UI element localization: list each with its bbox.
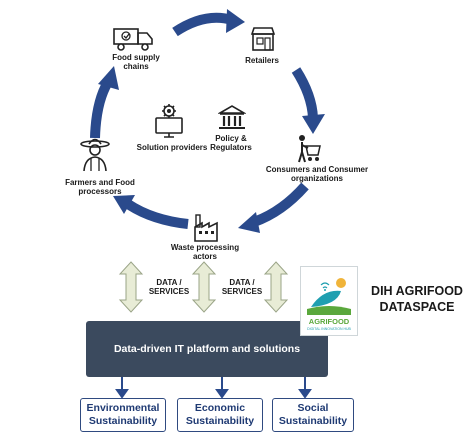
social-sustainability-label: Social Sustainability <box>278 402 348 427</box>
arrow-retailers-to-consumers <box>291 67 318 119</box>
dataspace-title: DIH AGRIFOOD DATASPACE <box>371 284 463 314</box>
it-platform-box: Data-driven IT platform and solutions <box>86 321 328 377</box>
arrow-farmers-to-supply <box>90 79 113 139</box>
label-waste-processing: Waste processing actors <box>170 243 240 262</box>
farmer-icon <box>80 138 110 172</box>
arrowhead-supply <box>98 66 119 90</box>
label-food-supply-chains: Food supply chains <box>112 53 160 72</box>
agrifood-logo-graphic <box>307 278 351 315</box>
label-data-services-left: DATA / SERVICES <box>148 278 190 297</box>
label-farmers: Farmers and Food processors <box>65 178 135 197</box>
factory-icon <box>194 214 218 242</box>
label-policy-regulators: Policy & Regulators <box>210 134 252 153</box>
double-arrow-middle <box>191 261 217 313</box>
economic-sustainability-box: Economic Sustainability <box>177 398 263 432</box>
arrowhead-waste <box>238 212 260 233</box>
double-arrow-left <box>118 261 144 313</box>
economic-sustainability-label: Economic Sustainability <box>185 402 255 427</box>
label-solution-providers: Solution providers <box>136 143 208 152</box>
computer-gear-icon <box>155 104 183 138</box>
environmental-sustainability-label: Environmental Sustainability <box>86 402 160 427</box>
label-data-services-right: DATA / SERVICES <box>221 278 263 297</box>
storefront-icon <box>250 27 276 51</box>
environmental-sustainability-box: Environmental Sustainability <box>80 398 166 432</box>
platform-label: Data-driven IT platform and solutions <box>113 343 301 355</box>
delivery-truck-icon <box>113 28 153 51</box>
arrowhead-retailers <box>226 9 245 33</box>
platform-down-arrows <box>115 377 312 399</box>
arrow-consumers-to-waste <box>252 182 309 227</box>
arrowhead-farmers <box>113 195 135 214</box>
logo-name: AGRIFOOD <box>308 317 350 326</box>
label-retailers: Retailers <box>245 56 279 65</box>
government-building-icon <box>218 105 246 129</box>
label-consumers: Consumers and Consumer organizations <box>265 165 369 184</box>
arrow-waste-to-farmers <box>125 199 189 229</box>
double-arrow-right <box>263 261 289 313</box>
logo-tagline: DIGITAL INNOVATION HUB <box>307 327 351 331</box>
agrifood-dih-logo: AGRIFOOD DIGITAL INNOVATION HUB <box>300 266 358 336</box>
arrow-supply-to-retailers <box>172 12 234 37</box>
arrowhead-consumers <box>302 114 325 134</box>
social-sustainability-box: Social Sustainability <box>272 398 354 432</box>
shopping-cart-person-icon <box>298 135 321 163</box>
